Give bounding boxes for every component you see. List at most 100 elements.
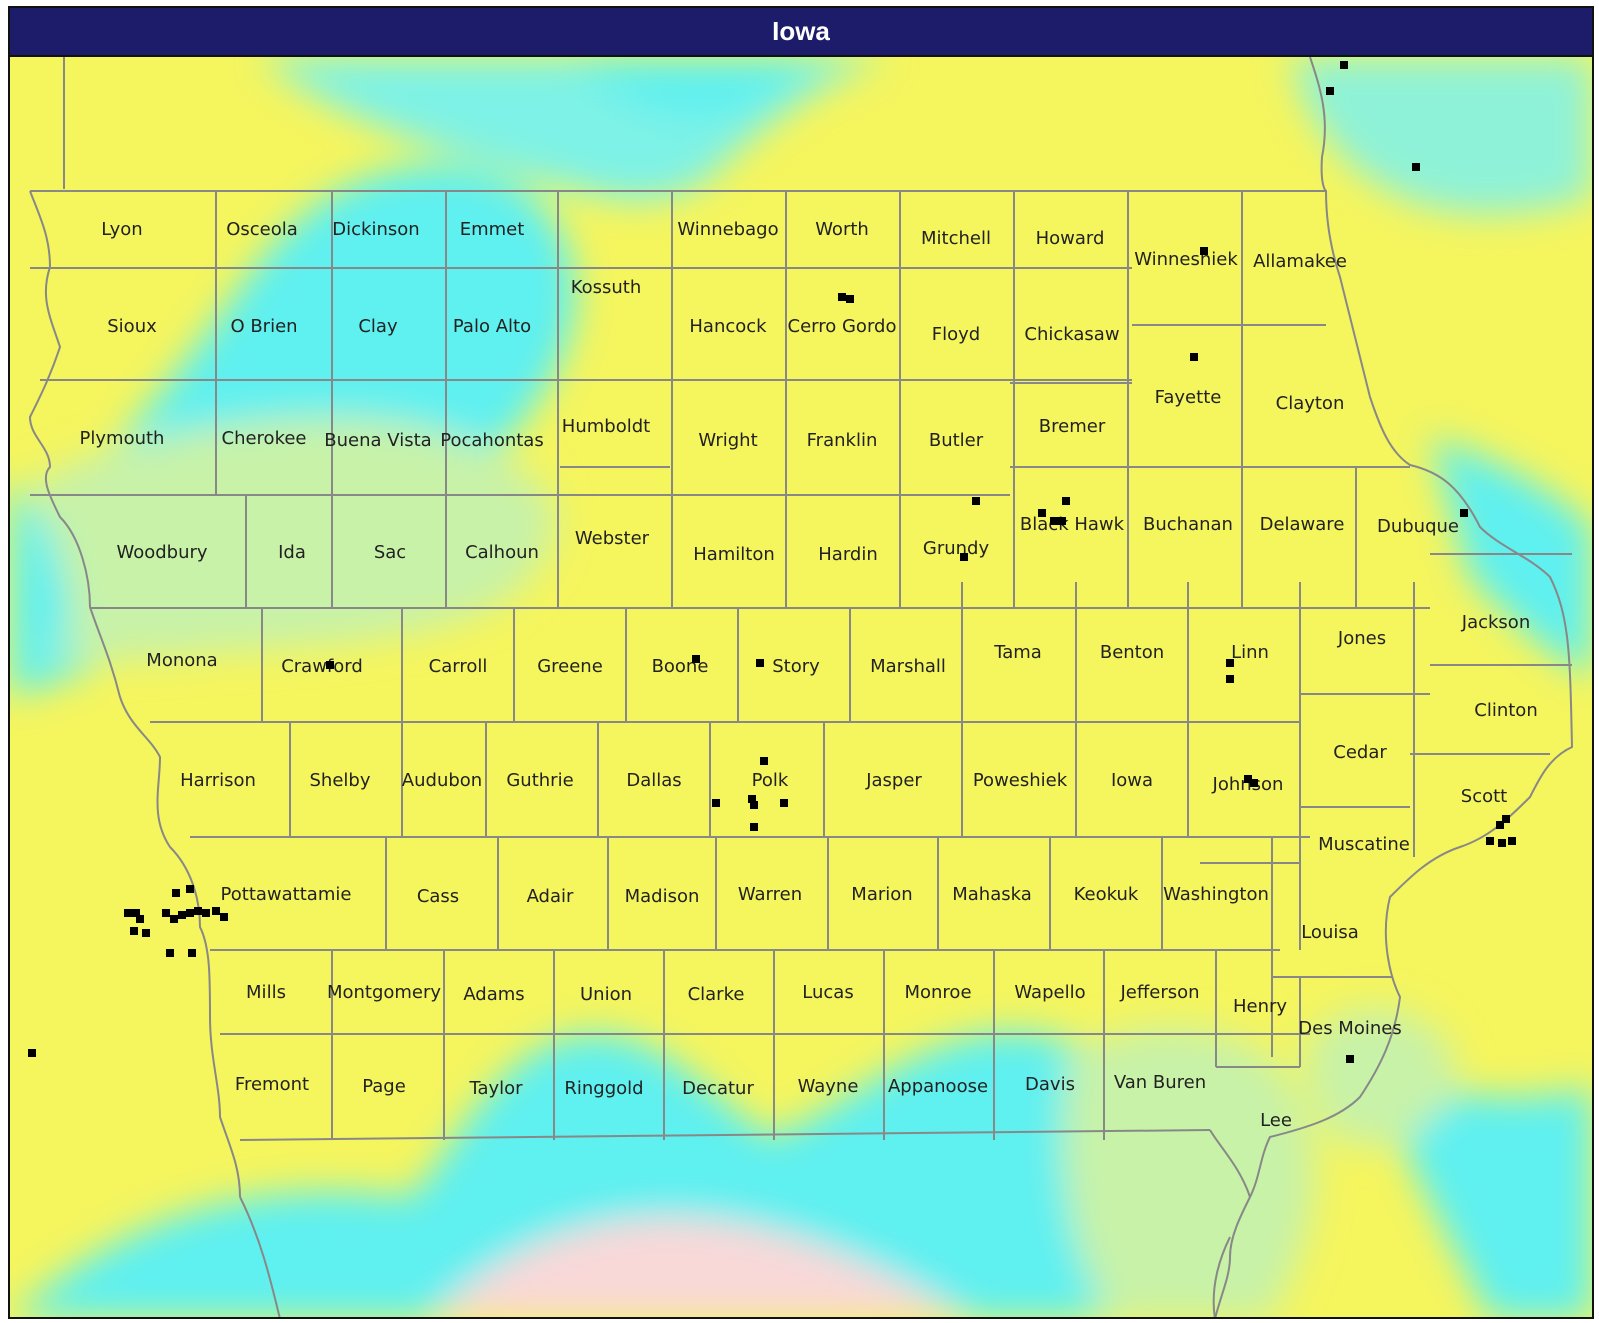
county-label-washington: Washington xyxy=(1163,884,1269,905)
county-label-wayne: Wayne xyxy=(798,1076,859,1097)
county-label-van-buren: Van Buren xyxy=(1114,1072,1206,1093)
site-marker xyxy=(750,823,758,831)
county-label-louisa: Louisa xyxy=(1301,922,1359,943)
site-marker xyxy=(142,929,150,937)
county-label-iowa: Iowa xyxy=(1111,770,1153,791)
site-marker xyxy=(750,801,758,809)
site-marker xyxy=(170,915,178,923)
county-label-wapello: Wapello xyxy=(1014,982,1085,1003)
county-label-butler: Butler xyxy=(929,430,984,451)
site-marker xyxy=(1340,61,1348,69)
site-marker xyxy=(1486,837,1494,845)
county-label-shelby: Shelby xyxy=(310,770,371,791)
county-label-woodbury: Woodbury xyxy=(116,542,207,563)
county-label-dallas: Dallas xyxy=(626,770,681,791)
county-label-adair: Adair xyxy=(527,886,574,907)
county-label-mills: Mills xyxy=(246,982,286,1003)
county-label-palo-alto: Palo Alto xyxy=(453,316,531,337)
county-label-sioux: Sioux xyxy=(107,316,157,337)
site-marker xyxy=(326,661,334,669)
site-marker xyxy=(756,659,764,667)
site-marker xyxy=(1498,839,1506,847)
site-marker xyxy=(846,295,854,303)
site-marker xyxy=(1496,821,1504,829)
county-label-tama: Tama xyxy=(993,642,1042,663)
county-label-decatur: Decatur xyxy=(682,1078,754,1099)
site-marker xyxy=(692,655,700,663)
county-label-jackson: Jackson xyxy=(1461,612,1530,633)
county-label-fayette: Fayette xyxy=(1155,387,1222,408)
site-marker xyxy=(1244,775,1252,783)
county-label-franklin: Franklin xyxy=(807,430,878,451)
county-label-ringgold: Ringgold xyxy=(564,1078,643,1099)
county-label-marion: Marion xyxy=(851,884,912,905)
site-marker xyxy=(186,909,194,917)
county-label-winneshiek: Winneshiek xyxy=(1134,249,1238,270)
county-label-crawford: Crawford xyxy=(281,656,363,677)
county-label-henry: Henry xyxy=(1233,996,1287,1017)
county-label-union: Union xyxy=(580,984,632,1005)
county-label-dickinson: Dickinson xyxy=(332,219,419,240)
county-label-webster: Webster xyxy=(575,528,650,549)
concentration-field xyxy=(10,57,1592,1317)
county-label-appanoose: Appanoose xyxy=(888,1076,988,1097)
county-label-osceola: Osceola xyxy=(226,219,298,240)
county-label-allamakee: Allamakee xyxy=(1253,251,1347,272)
county-label-scott: Scott xyxy=(1461,786,1507,807)
county-boundaries xyxy=(28,57,1574,1317)
site-marker xyxy=(1326,87,1334,95)
site-marker xyxy=(972,497,980,505)
site-marker xyxy=(166,949,174,957)
county-label-ida: Ida xyxy=(278,542,306,563)
site-marker xyxy=(780,799,788,807)
county-label-harrison: Harrison xyxy=(180,770,256,791)
county-label-johnson: Johnson xyxy=(1212,774,1284,795)
county-label-story: Story xyxy=(772,656,820,677)
county-label-jasper: Jasper xyxy=(865,770,922,791)
county-label-montgomery: Montgomery xyxy=(327,982,441,1003)
county-label-jefferson: Jefferson xyxy=(1119,982,1199,1003)
county-label-carroll: Carroll xyxy=(429,656,488,677)
site-marker xyxy=(136,915,144,923)
site-marker xyxy=(172,889,180,897)
county-label-cedar: Cedar xyxy=(1333,742,1387,763)
county-label-lyon: Lyon xyxy=(101,219,142,240)
county-label-davis: Davis xyxy=(1025,1074,1075,1095)
county-label-clayton: Clayton xyxy=(1276,393,1345,414)
site-marker xyxy=(1200,247,1208,255)
site-marker xyxy=(1226,659,1234,667)
site-marker xyxy=(1190,353,1198,361)
county-label-cherokee: Cherokee xyxy=(222,428,307,449)
county-label-clarke: Clarke xyxy=(688,984,745,1005)
site-marker xyxy=(124,909,132,917)
site-marker xyxy=(1502,815,1510,823)
county-label-clinton: Clinton xyxy=(1474,700,1537,721)
county-label-mitchell: Mitchell xyxy=(921,228,991,249)
site-marker xyxy=(760,757,768,765)
site-marker xyxy=(28,1049,36,1057)
county-label-howard: Howard xyxy=(1036,228,1105,249)
county-label-kossuth: Kossuth xyxy=(571,277,642,298)
county-label-madison: Madison xyxy=(625,886,700,907)
site-marker xyxy=(186,885,194,893)
site-marker xyxy=(178,911,186,919)
county-label-hamilton: Hamilton xyxy=(693,544,775,565)
county-label-pottawattamie: Pottawattamie xyxy=(221,884,352,905)
county-label-cerro-gordo: Cerro Gordo xyxy=(788,316,897,337)
county-label-jones: Jones xyxy=(1337,628,1386,649)
county-label-monona: Monona xyxy=(146,650,217,671)
site-marker xyxy=(712,799,720,807)
county-label-adams: Adams xyxy=(463,984,524,1005)
county-label-chickasaw: Chickasaw xyxy=(1024,324,1119,345)
county-label-hardin: Hardin xyxy=(818,544,877,565)
county-label-black-hawk: Black Hawk xyxy=(1020,514,1125,535)
county-label-page: Page xyxy=(362,1076,406,1097)
county-label-hancock: Hancock xyxy=(689,316,767,337)
site-marker xyxy=(1250,779,1258,787)
county-label-worth: Worth xyxy=(815,219,869,240)
county-label-clay: Clay xyxy=(358,316,398,337)
site-marker xyxy=(1058,517,1066,525)
county-label-floyd: Floyd xyxy=(932,324,980,345)
county-label-audubon: Audubon xyxy=(402,770,482,791)
